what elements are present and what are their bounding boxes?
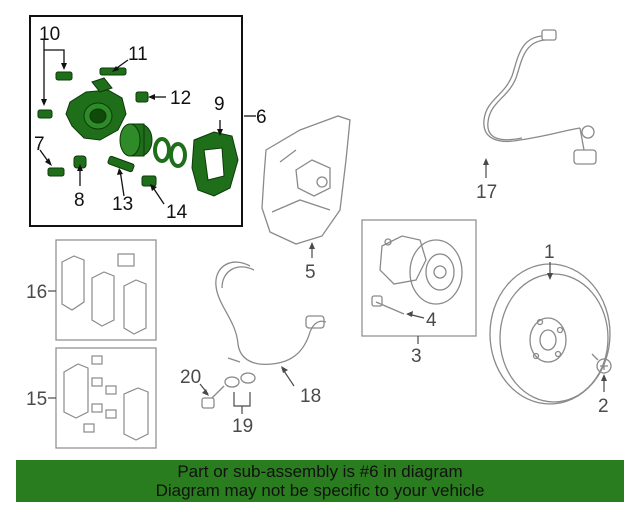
piston-and-seals[interactable]	[119, 123, 187, 168]
callout-7: 7	[34, 134, 45, 155]
caliper-bracket[interactable]	[191, 131, 239, 197]
caliper-body[interactable]	[65, 77, 127, 141]
callout-8: 8	[74, 190, 85, 211]
pad-hardware-group[interactable]	[55, 347, 157, 449]
callout-14: 14	[166, 202, 188, 223]
callout-17: 17	[476, 182, 497, 203]
callout-13: 13	[112, 194, 133, 215]
dust-shield[interactable]	[261, 115, 351, 245]
brake-pads-group[interactable]	[55, 239, 157, 341]
brake-disc[interactable]	[489, 263, 611, 405]
callout-5: 5	[305, 262, 316, 283]
callout-9: 9	[214, 94, 225, 115]
abs-sensor-rear[interactable]	[483, 29, 597, 165]
callout-1: 1	[544, 242, 555, 263]
brake-pads-box	[55, 239, 157, 341]
callout-15: 15	[26, 389, 47, 410]
callout-20: 20	[180, 367, 201, 388]
hose-bolt[interactable]	[201, 385, 225, 409]
banner-line-1: Part or sub-assembly is #6 in diagram	[177, 462, 463, 481]
hub-assembly-box	[361, 219, 477, 337]
brake-hose[interactable]	[215, 261, 327, 388]
callout-2: 2	[598, 396, 609, 417]
callout-10: 10	[39, 24, 60, 45]
callout-6: 6	[256, 107, 267, 128]
callout-16: 16	[26, 282, 47, 303]
leader-19	[233, 392, 251, 414]
callout-4: 4	[426, 310, 437, 331]
caliper-assembly-group[interactable]: 10 11 12 9 7 8 13 14	[29, 15, 256, 227]
callout-18: 18	[300, 386, 321, 407]
callout-3: 3	[411, 346, 422, 367]
info-banner: Part or sub-assembly is #6 in diagram Di…	[16, 460, 624, 502]
disc-screw[interactable]	[591, 353, 612, 374]
hub-assembly-group[interactable]	[361, 219, 477, 337]
callout-12: 12	[170, 88, 191, 109]
caliper-bolts[interactable]	[37, 67, 157, 187]
pad-hardware-box	[55, 347, 157, 449]
callout-19: 19	[232, 416, 253, 437]
banner-line-2: Diagram may not be specific to your vehi…	[155, 481, 485, 500]
callout-11: 11	[128, 44, 148, 65]
